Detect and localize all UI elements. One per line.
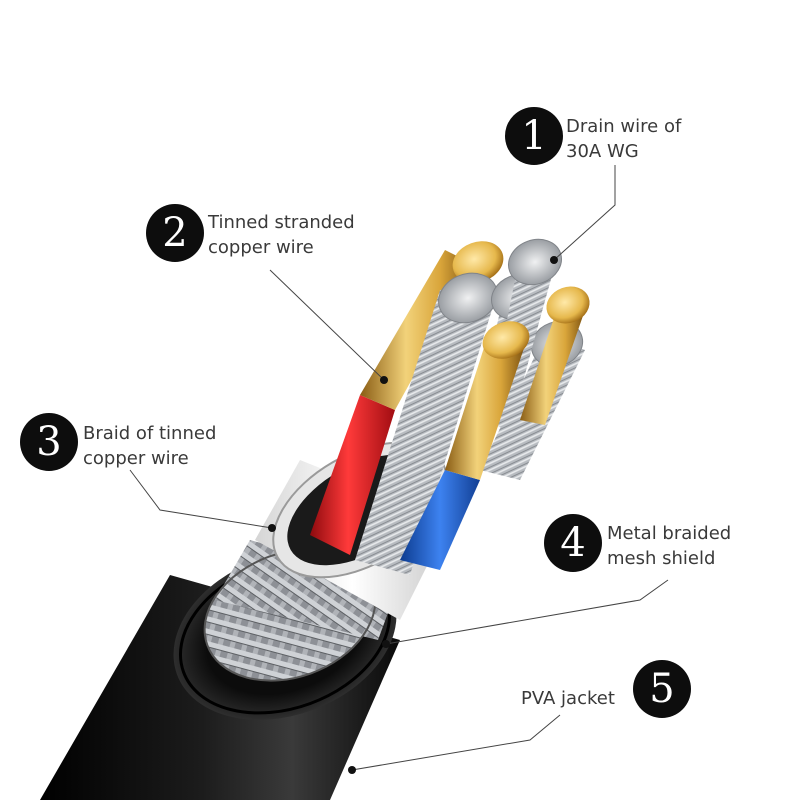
gold-conductor-right — [520, 286, 590, 425]
callout-3-label-line1: Braid of tinned — [83, 423, 217, 444]
number-badge-3: 3 — [20, 413, 78, 471]
callout-4-label-line2: mesh shield — [607, 548, 716, 569]
leader-line-dot — [268, 256, 558, 774]
number-badge-4: 4 — [544, 514, 602, 572]
callout-1-label-line1: Drain wire of — [566, 116, 682, 137]
callout-2-label-line1: Tinned stranded — [208, 212, 355, 233]
leader-lines — [129, 165, 669, 771]
callout-3-label-line2: copper wire — [83, 448, 189, 469]
blue-conductor — [400, 321, 530, 570]
number-badge-2: 2 — [146, 204, 204, 262]
number-badge-1: 1 — [505, 107, 563, 165]
callout-4-label-line1: Metal braided — [607, 523, 732, 544]
callout-5-label: PVA jacket — [521, 688, 615, 709]
number-badge-5: 5 — [633, 660, 691, 718]
callout-2-label-line2: copper wire — [208, 237, 314, 258]
callout-1-label-line2: 30A WG — [566, 141, 639, 162]
